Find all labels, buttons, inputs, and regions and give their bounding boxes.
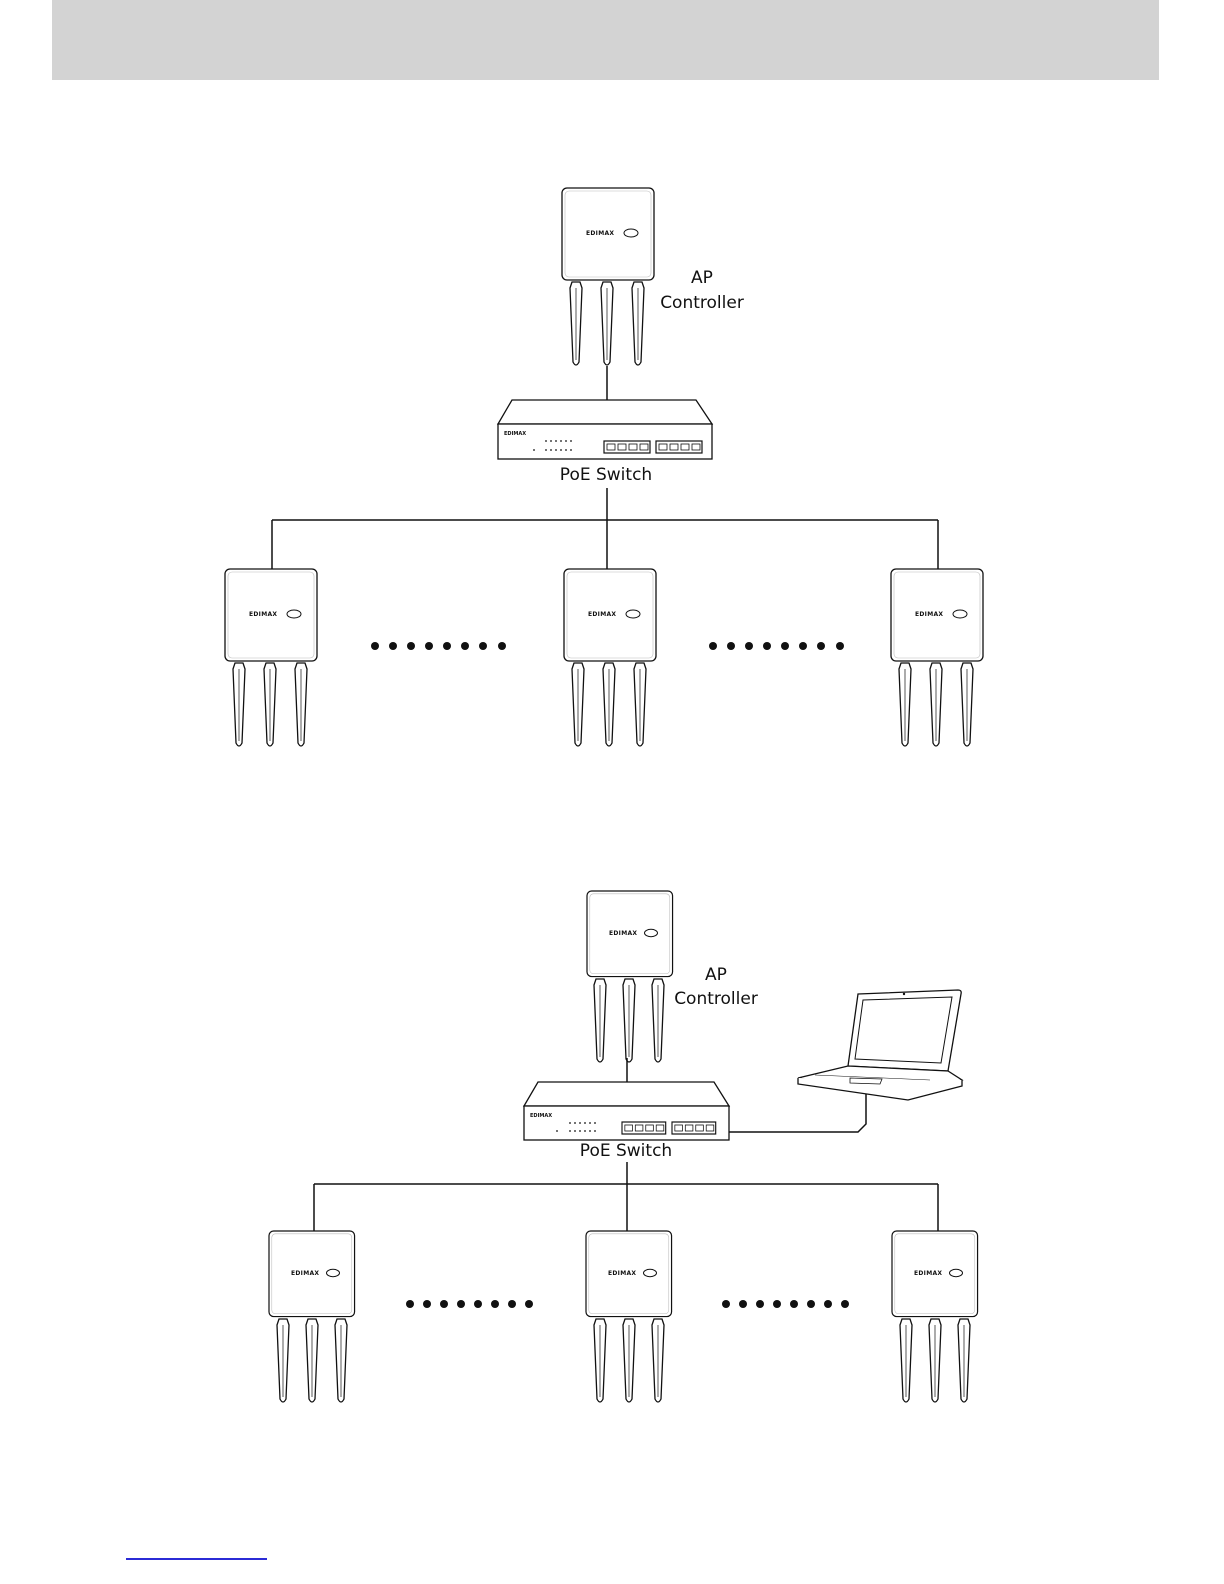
ap-managed-2-left: EDIMAX (269, 1231, 355, 1402)
svg-text:EDIMAX: EDIMAX (588, 611, 616, 618)
controller-label-line1: AP (705, 965, 727, 985)
diagram-2: EDIMAX AP Controller EDIMAX PoE Switch (269, 891, 978, 1402)
poe-switch-1: EDIMAX (498, 400, 712, 459)
switch-label: PoE Switch (580, 1141, 672, 1161)
controller-label-line2: Controller (660, 293, 744, 313)
svg-text:EDIMAX: EDIMAX (291, 1270, 319, 1277)
svg-text:EDIMAX: EDIMAX (914, 1270, 942, 1277)
svg-text:EDIMAX: EDIMAX (249, 611, 277, 618)
controller-label-line2: Controller (674, 989, 758, 1009)
ellipsis-dots-2-left (406, 1300, 533, 1308)
ap-managed-1-center: EDIMAX (564, 569, 656, 746)
ap-managed-1-right: EDIMAX (891, 569, 983, 746)
ap-controller-1: EDIMAX (562, 188, 654, 365)
ellipsis-dots-1-right (709, 642, 844, 650)
svg-text:EDIMAX: EDIMAX (915, 611, 943, 618)
brand-logo: EDIMAX (586, 230, 614, 237)
ap-controller-2: EDIMAX (587, 891, 673, 1062)
poe-switch-2: EDIMAX (524, 1082, 729, 1140)
footer-link-underline (126, 1558, 267, 1560)
ellipsis-dots-1-left (371, 642, 506, 650)
diagram-1: EDIMAX AP Controller EDIMAX PoE Swi (225, 188, 983, 746)
switch-label: PoE Switch (560, 465, 652, 485)
distribution-lines-1 (272, 488, 938, 570)
controller-label-line1: AP (691, 268, 713, 288)
ap-managed-1-left: EDIMAX (225, 569, 317, 746)
link-switch-laptop (729, 1094, 866, 1132)
ap-managed-2-right: EDIMAX (892, 1231, 978, 1402)
switch-brand: EDIMAX (530, 1113, 552, 1119)
ap-managed-2-center: EDIMAX (586, 1231, 672, 1402)
switch-brand: EDIMAX (504, 431, 526, 437)
svg-text:EDIMAX: EDIMAX (608, 1270, 636, 1277)
distribution-lines-2 (314, 1162, 938, 1232)
laptop-icon (798, 990, 962, 1100)
ellipsis-dots-2-right (722, 1300, 849, 1308)
svg-text:EDIMAX: EDIMAX (609, 930, 637, 937)
